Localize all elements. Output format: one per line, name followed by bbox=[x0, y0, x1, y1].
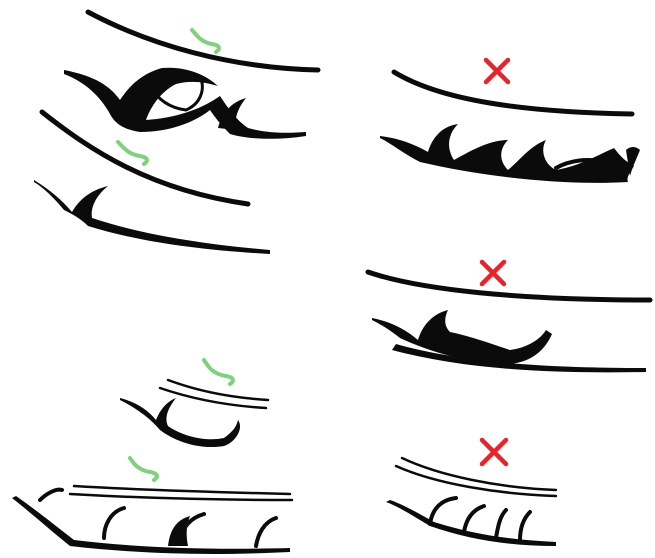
comparison-diagram bbox=[0, 0, 655, 558]
